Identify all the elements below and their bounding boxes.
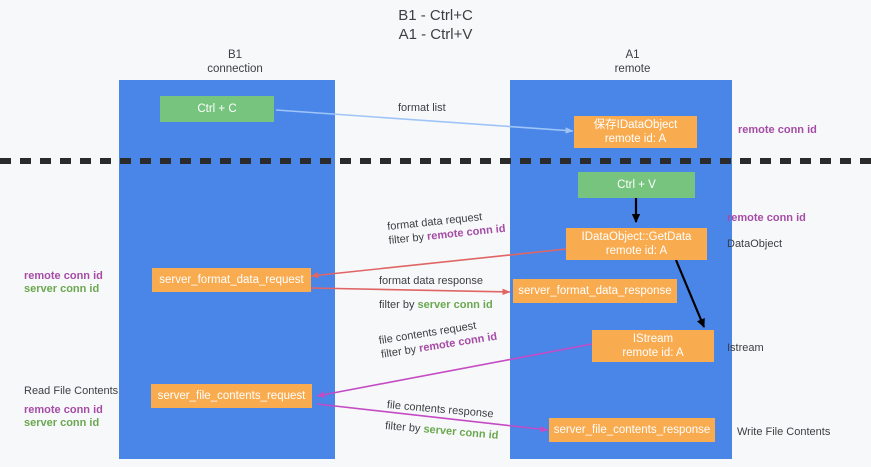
node-idataobject-getdata-remote-id: remote id: A: [605, 245, 668, 257]
node-istream-label: IStream: [632, 333, 674, 345]
column-header-b1-name: B1: [227, 49, 243, 61]
annotation-istream: Istream: [727, 342, 764, 354]
annotation-write-file-contents: Write File Contents: [737, 426, 831, 438]
edge-label-format-data-request: format data request filter by remote con…: [387, 208, 507, 248]
annotation-left-server-conn-id: server conn id: [24, 283, 100, 295]
node-server-format-data-request-label: server_format_data_request: [159, 274, 304, 286]
edge-label-file-contents-response-line1: file contents response: [386, 399, 495, 421]
edge-label-format-list: format list: [398, 102, 446, 114]
edge-label-format-data-response: format data response filter by server co…: [379, 274, 493, 312]
title-line-1: B1 - Ctrl+C: [398, 7, 473, 24]
node-server-file-contents-response[interactable]: server_file_contents_response: [549, 418, 715, 442]
node-idataobject-getdata-label: IDataObject::GetData: [581, 231, 692, 243]
edge-label-file-contents-response-line2: filter by server conn id: [384, 419, 499, 443]
edge-label-format-data-response-prefix: filter by: [379, 299, 418, 311]
node-idataobject-getdata[interactable]: IDataObject::GetData remote id: A: [566, 228, 707, 260]
node-server-file-contents-response-label: server_file_contents_response: [553, 424, 711, 436]
node-save-idataobject-label: 保存IDataObject: [593, 119, 678, 131]
edge-label-file-contents-response-prefix: filter by: [384, 419, 424, 436]
annotation-remote-conn-id-mid: remote conn id: [727, 212, 806, 224]
edge-label-file-contents-request: file contents request filter by remote c…: [378, 316, 498, 362]
edge-label-file-contents-response-key: server conn id: [422, 423, 499, 442]
annotation-left-server-conn-id-2: server conn id: [24, 417, 100, 429]
edge-label-format-data-response-line1: format data response: [379, 275, 483, 287]
edge-label-format-data-request-prefix: filter by: [388, 230, 428, 247]
edge-label-format-data-response-key: server conn id: [417, 299, 493, 311]
annotation-read-file-contents: Read File Contents: [24, 385, 119, 397]
annotation-remote-conn-id-top: remote conn id: [738, 124, 817, 136]
edge-label-format-data-response-line2: filter by server conn id: [379, 298, 493, 312]
node-save-idataobject-remote-id: remote id: A: [604, 133, 667, 145]
column-header-a1-subtitle: remote: [614, 63, 651, 75]
column-header-b1: B1 connection: [140, 48, 330, 76]
annotation-dataobject: DataObject: [727, 238, 783, 250]
annotation-left-remote-conn-id-2: remote conn id: [24, 404, 103, 416]
node-ctrl-c-label: Ctrl + C: [197, 103, 237, 115]
node-istream[interactable]: IStream remote id: A: [592, 330, 714, 362]
column-header-b1-subtitle: connection: [207, 63, 263, 75]
node-ctrl-v-label: Ctrl + V: [617, 179, 656, 191]
node-ctrl-c[interactable]: Ctrl + C: [160, 96, 274, 122]
annotation-left-remote-conn-id: remote conn id: [24, 270, 103, 282]
node-server-format-data-response-label: server_format_data_response: [518, 285, 672, 297]
node-ctrl-v[interactable]: Ctrl + V: [578, 172, 695, 198]
node-server-format-data-response[interactable]: server_format_data_response: [513, 279, 677, 303]
column-header-a1-name: A1: [625, 49, 640, 61]
node-server-file-contents-request[interactable]: server_file_contents_request: [151, 384, 312, 408]
node-save-idataobject[interactable]: 保存IDataObject remote id: A: [574, 116, 697, 148]
column-header-a1: A1 remote: [530, 48, 735, 76]
node-server-file-contents-request-label: server_file_contents_request: [157, 390, 306, 402]
page-title: B1 - Ctrl+C A1 - Ctrl+V: [0, 6, 871, 44]
edge-label-file-contents-response: file contents response filter by server …: [384, 398, 500, 443]
title-line-2: A1 - Ctrl+V: [398, 26, 473, 43]
node-server-format-data-request[interactable]: server_format_data_request: [152, 268, 311, 292]
node-istream-remote-id: remote id: A: [622, 347, 684, 359]
